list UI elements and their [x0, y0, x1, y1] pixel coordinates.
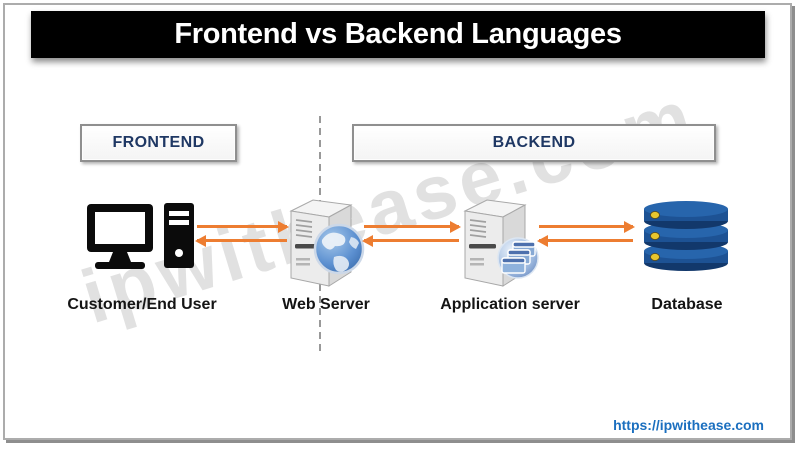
- web-server-globe-icon: [290, 199, 365, 287]
- arrow-database-to-appserver-icon: [539, 239, 633, 242]
- frontend-section-box: FRONTEND: [80, 124, 237, 162]
- footer-website-link[interactable]: https://ipwithease.com: [613, 417, 764, 433]
- arrow-appserver-to-webserver-icon: [364, 239, 459, 242]
- backend-section-box: BACKEND: [352, 124, 716, 162]
- application-server-icon: [464, 199, 539, 287]
- arrow-customer-to-webserver-icon: [197, 225, 287, 228]
- customer-end-user-label: Customer/End User: [67, 296, 217, 313]
- database-label: Database: [651, 296, 723, 313]
- page-title: Frontend vs Backend Languages: [174, 18, 622, 50]
- title-bar: Frontend vs Backend Languages: [31, 11, 765, 58]
- application-server-label: Application server: [440, 296, 580, 313]
- database-cylinders-icon: [644, 201, 728, 271]
- arrow-appserver-to-database-icon: [539, 225, 633, 228]
- arrow-webserver-to-appserver-icon: [364, 225, 459, 228]
- desktop-computer-icon: [87, 203, 194, 269]
- arrow-webserver-to-customer-icon: [197, 239, 287, 242]
- web-server-label: Web Server: [282, 296, 370, 313]
